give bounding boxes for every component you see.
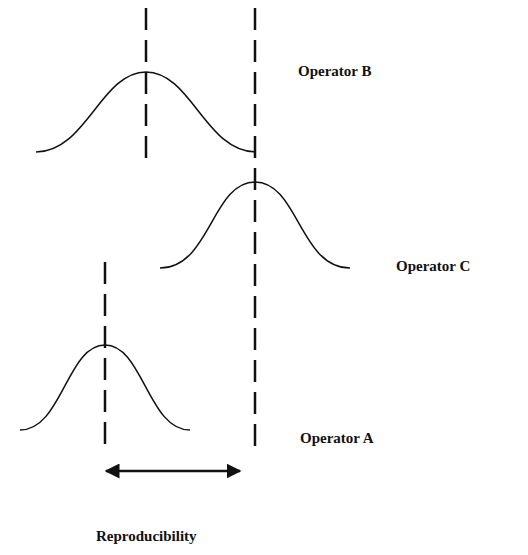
operator-label: Operator B	[298, 63, 371, 80]
operator-label: Operator A	[300, 430, 373, 447]
bell-curve-a	[20, 345, 190, 430]
reproducibility-arrow	[106, 470, 240, 473]
bell-curve-c	[160, 182, 350, 268]
mean-line-c	[254, 8, 257, 455]
mean-line-b	[145, 8, 148, 162]
mean-line-a	[104, 262, 107, 445]
dimension-label: Reproducibility	[96, 528, 197, 545]
operator-label: Operator C	[396, 258, 470, 275]
